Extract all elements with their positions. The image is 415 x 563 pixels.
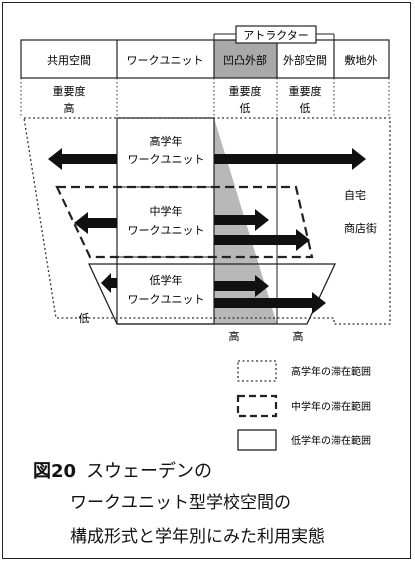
high-arrow-right bbox=[214, 148, 366, 170]
high-arrow-left bbox=[48, 148, 117, 170]
importance-outside-1: 重要度 bbox=[289, 84, 322, 98]
col-concave-exterior: 凹凸外部 bbox=[223, 53, 267, 67]
col-exterior-space: 外部空間 bbox=[283, 53, 327, 67]
legend-swatch-dashed bbox=[236, 394, 278, 418]
importance-common-1: 重要度 bbox=[53, 84, 86, 98]
offsite-shop: 商店街 bbox=[344, 221, 377, 235]
middle-arrow-left bbox=[74, 212, 117, 234]
low-grade-range bbox=[87, 263, 337, 325]
figure-number: 図20 bbox=[33, 461, 77, 482]
concave-header-fill bbox=[214, 40, 277, 78]
legend-swatch-solid bbox=[237, 429, 277, 451]
legend-swatch-dotted bbox=[237, 360, 277, 382]
importance-outside-2: 低 bbox=[300, 102, 311, 115]
caption-line2: ワークユニット型学校空間の bbox=[70, 493, 291, 513]
col-common-space: 共用空間 bbox=[47, 53, 91, 67]
attractor-label: アトラクター bbox=[243, 29, 309, 42]
importance-common-2: 高 bbox=[64, 101, 75, 115]
low-unit-line2: ワークユニット bbox=[128, 293, 205, 306]
legend: 高学年の滞在範囲 中学年の滞在範囲 低学年の滞在範囲 bbox=[236, 360, 371, 451]
high-unit-line2: ワークユニット bbox=[128, 153, 205, 166]
low-arrow-left bbox=[101, 273, 117, 293]
bottom-low: 低 bbox=[79, 312, 90, 325]
legend-label-middle: 中学年の滞在範囲 bbox=[291, 400, 371, 413]
middle-arrow-exterior bbox=[214, 229, 310, 251]
low-unit-line1: 低学年 bbox=[150, 273, 183, 287]
high-unit-line1: 高学年 bbox=[150, 134, 183, 148]
middle-unit-line1: 中学年 bbox=[150, 204, 183, 218]
col-offsite: 敷地外 bbox=[345, 53, 378, 67]
importance-concave-1: 重要度 bbox=[229, 84, 262, 98]
middle-arrow-concave bbox=[214, 209, 269, 231]
figure-frame bbox=[2, 2, 411, 559]
legend-label-low: 低学年の滞在範囲 bbox=[291, 434, 371, 447]
low-arrow-exterior bbox=[214, 292, 326, 314]
high-grade-range bbox=[23, 117, 391, 325]
caption-line3: 構成形式と学年別にみた利用実態 bbox=[70, 527, 325, 547]
low-arrow-concave bbox=[214, 275, 269, 297]
bottom-high-concave: 高 bbox=[229, 329, 240, 343]
offsite-home: 自宅 bbox=[344, 188, 366, 202]
caption-line1: 図20 スウェーデンの bbox=[33, 457, 212, 483]
column-guides bbox=[20, 78, 390, 118]
bottom-high-outside: 高 bbox=[293, 329, 304, 343]
header-table: アトラクター 共用空間 ワークユニット 凹凸外部 外部空間 敷地外 bbox=[20, 25, 390, 79]
caption-title-start: スウェーデンの bbox=[86, 461, 213, 482]
importance-concave-2: 低 bbox=[240, 102, 251, 115]
legend-label-high: 高学年の滞在範囲 bbox=[291, 365, 371, 378]
col-work-unit: ワークユニット bbox=[127, 54, 204, 67]
middle-unit-line2: ワークユニット bbox=[128, 224, 205, 237]
middle-grade-range bbox=[55, 185, 314, 259]
